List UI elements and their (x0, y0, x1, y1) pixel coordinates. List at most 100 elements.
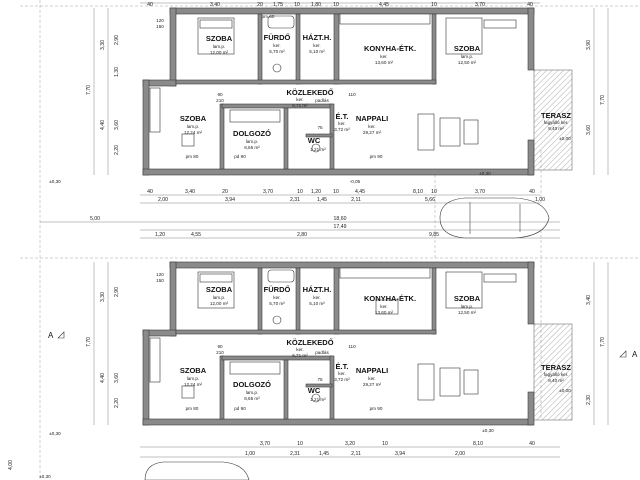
wall-inner (329, 355, 335, 420)
dim-text: 7,70 (600, 337, 606, 347)
bed (445, 271, 483, 309)
wall-inner (305, 383, 333, 388)
room-area: 12,50 m² (458, 310, 477, 315)
room-area: 5,10 m² (309, 301, 325, 306)
wall-north (169, 261, 535, 269)
dim-text: 1,20 (311, 189, 321, 195)
car-icon (439, 197, 550, 239)
dim-text: 1,75 (273, 2, 283, 8)
dim-text: 3,20 (345, 441, 355, 447)
room-sub: ker. (380, 304, 387, 309)
wall-west-upper (169, 261, 177, 337)
dim-text: 2,90 (114, 287, 120, 297)
room-sub: ker. (273, 43, 280, 48)
room-label-szoba: SZOBA (454, 294, 481, 303)
wall-east-upper (527, 7, 535, 71)
wall-inner (283, 359, 289, 420)
wardrobe (149, 337, 161, 383)
dim-text: 8,10 (473, 441, 483, 447)
opening-label: pm 60 (262, 14, 275, 19)
room-sub: ker. (368, 376, 375, 381)
room-label-terasz: TERASZ (541, 111, 571, 120)
dim-text: 5,00 (90, 216, 100, 222)
room-sub: ker. (368, 124, 375, 129)
wall-inner (257, 267, 263, 335)
wall-inner (221, 103, 333, 109)
dim-text: 10 (294, 2, 300, 8)
room-label-et: É.T. (336, 112, 349, 121)
dim-text: 2,20 (114, 398, 120, 408)
desk (229, 361, 281, 375)
opening-label: 75 (317, 377, 323, 382)
dim-text: 3,60 (114, 120, 120, 130)
room-label-szoba: SZOBA (206, 285, 233, 294)
opening-labels: 120 150 90 210 75 110 pd 90 pm 80 pm 90 … (156, 14, 383, 411)
room-sub: ker. (338, 121, 345, 126)
room-sub: fagyálló ker. (544, 372, 569, 377)
section-label: A (48, 331, 54, 340)
room-label-haztb: HÁZT.H. (303, 285, 332, 294)
dim-text: 1,80 (311, 2, 321, 8)
room-area: 12,24 m² (184, 130, 203, 135)
wall-inner (175, 79, 437, 85)
dim-text: 3,40 (210, 2, 220, 8)
upper-unit: SZOBA lam.p. 12,00 m² FÜRDŐ ker. 5,70 m²… (142, 7, 573, 176)
dim-text: 2,00 (455, 451, 465, 457)
wall-inner (219, 355, 225, 420)
room-sub: lam.p. (213, 295, 226, 300)
bedside (181, 385, 195, 399)
room-label-haztb: HÁZT.H. (303, 33, 332, 42)
room-area: 5,10 m² (309, 49, 325, 54)
dim-text: 20 (257, 2, 263, 8)
wall-north (169, 7, 535, 15)
sofa (417, 113, 435, 151)
room-sub: ker. (296, 347, 303, 352)
wall-east-lower (527, 391, 535, 426)
dim-text: 2,11 (351, 197, 361, 203)
dim-text: 10 (297, 441, 303, 447)
section-label: A (632, 350, 638, 359)
room-label-dolgozo: DOLGOZÓ (233, 380, 271, 389)
room-area: 8,40 m² (548, 126, 564, 131)
dim-text: 7,70 (600, 95, 606, 105)
dim-text: 7,70 (86, 85, 92, 95)
room-label-kozl: KÖZLEKEDŐ (286, 338, 333, 347)
elevation-text: ±0,30 (39, 474, 51, 479)
dim-text: 4,45 (355, 189, 365, 195)
dim-text: 1,00 (535, 197, 545, 203)
dim-text: 1,30 (114, 67, 120, 77)
room-label-terasz: TERASZ (541, 363, 571, 372)
dim-text: 3,90 (586, 40, 592, 50)
wall-south (142, 168, 534, 176)
dim-text: 2,30 (586, 395, 592, 405)
dim-text: 10 (431, 189, 437, 195)
wall-inner (295, 267, 301, 335)
dim-text: 7,70 (86, 337, 92, 347)
wall-inner (257, 13, 263, 85)
room-sub: lam.p. (246, 390, 259, 395)
wardrobe (149, 87, 161, 133)
dim-text: 40 (529, 189, 535, 195)
room-area: 8,40 m² (548, 378, 564, 383)
wall-west-lower (142, 79, 150, 176)
dim-text: 3,40 (185, 189, 195, 195)
opening-label: 150 (156, 24, 164, 29)
dim-text: 9,85 (429, 232, 439, 238)
dimension-lines (40, 2, 609, 458)
elevation-text: -0,05 (350, 179, 361, 184)
dim-text: 10 (297, 189, 303, 195)
terrace-hatch (533, 323, 573, 421)
dim-text: 40 (527, 2, 533, 8)
room-label-szoba: SZOBA (180, 114, 207, 123)
opening-label: 120 (156, 272, 164, 277)
toilet (272, 315, 282, 325)
coffee-table (439, 117, 461, 147)
wall-inner (175, 329, 437, 335)
dim-text: 2,31 (290, 451, 300, 457)
room-label-dolgozo: DOLGOZÓ (233, 129, 271, 138)
room-sub: ker. (273, 295, 280, 300)
desk (229, 109, 281, 123)
room-label-szoba: SZOBA (454, 44, 481, 53)
dim-text: 8,10 (413, 189, 423, 195)
wall-inner (431, 267, 437, 335)
